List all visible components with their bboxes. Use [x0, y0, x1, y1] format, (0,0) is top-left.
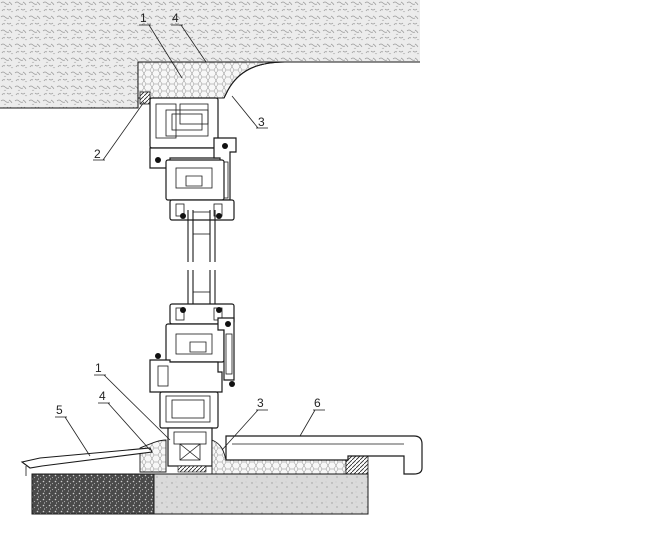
callout-label: 2 [94, 147, 101, 161]
callout-1-bottom: 1 [94, 361, 171, 441]
callout-label: 6 [314, 396, 321, 410]
callout-1-top: 1 [139, 11, 183, 79]
callout-4-top: 4 [171, 11, 207, 63]
window-sill-board [225, 435, 423, 475]
base-wall [31, 473, 369, 515]
window-frame-top [149, 97, 237, 221]
top-seal-tape [139, 91, 151, 105]
callout-3-top: 3 [231, 95, 268, 129]
exterior-drip-sill [20, 447, 153, 476]
glazing-unit-upper [187, 210, 216, 262]
callout-5-bottom: 5 [55, 403, 91, 457]
callout-label: 4 [99, 389, 106, 403]
callout-label: 3 [258, 115, 265, 129]
top-foam-insulation [137, 61, 286, 99]
bottom-foam-insulation [139, 439, 369, 477]
callout-2-top: 2 [93, 101, 145, 161]
callout-label: 1 [140, 11, 147, 25]
callout-4-bottom: 4 [98, 389, 151, 451]
callout-6-bottom: 6 [299, 396, 325, 437]
callout-3-bottom: 3 [221, 396, 268, 451]
callout-label: 4 [172, 11, 179, 25]
callout-label: 5 [56, 403, 63, 417]
callout-label: 1 [95, 361, 102, 375]
window-frame-bottom [149, 303, 235, 429]
callout-label: 3 [257, 396, 264, 410]
